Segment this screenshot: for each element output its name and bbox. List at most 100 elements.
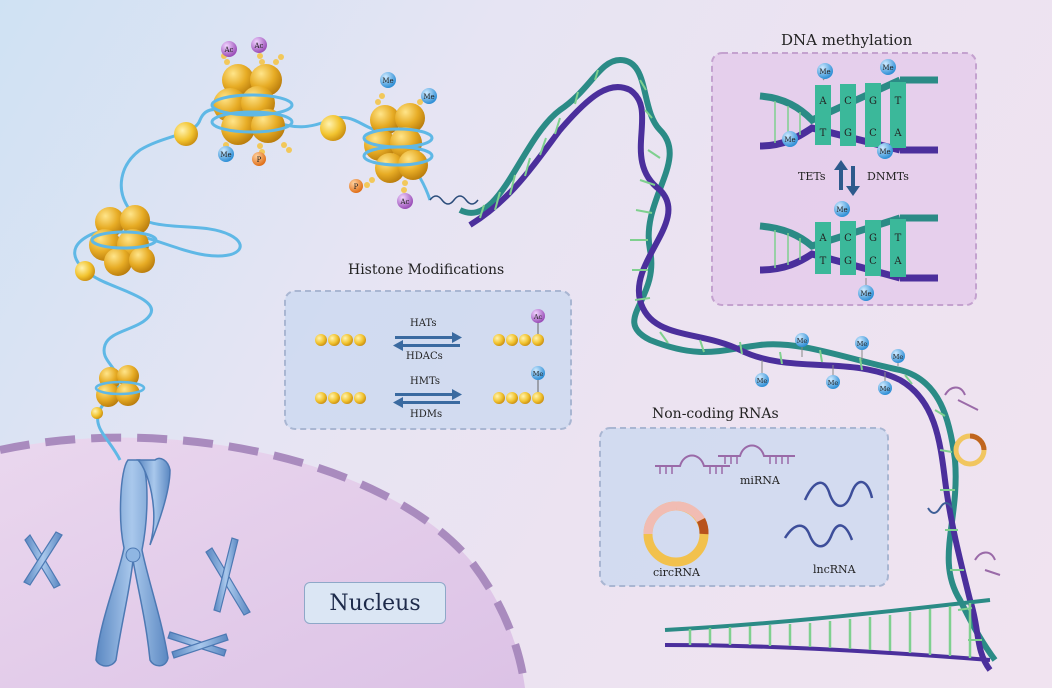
svg-text:Me: Me [880, 385, 891, 393]
dna-methylation-panel [711, 52, 977, 306]
svg-text:Ac: Ac [254, 42, 264, 50]
svg-text:G: G [844, 128, 852, 139]
lncrna-near-dna [927, 502, 953, 514]
me-mark: Me [755, 360, 769, 387]
me-mark: Me [880, 59, 896, 75]
hmts-label: HMTs [410, 376, 441, 387]
svg-text:A: A [893, 256, 902, 267]
bases-bottom-strand-lower: A C G T T G C A [818, 233, 902, 267]
ac-mark: Ac [397, 193, 413, 209]
svg-text:Me: Me [893, 353, 904, 361]
chromatin-fiber [73, 108, 242, 461]
dnmts-label: DNMTs [867, 170, 909, 183]
svg-text:P: P [354, 183, 359, 191]
svg-text:G: G [844, 256, 852, 267]
me-mark: Me [218, 146, 234, 162]
svg-text:C: C [869, 128, 877, 139]
svg-text:Ac: Ac [533, 313, 543, 321]
nucleus-region [0, 433, 529, 688]
svg-text:Me: Me [819, 68, 830, 76]
histone-arrows [393, 332, 462, 408]
me-mark: Me [858, 278, 874, 301]
svg-text:Me: Me [797, 337, 808, 345]
svg-text:T: T [820, 128, 827, 139]
ac-mark: Ac [251, 37, 267, 53]
nucleosome-left [89, 205, 158, 276]
svg-text:Me: Me [879, 148, 890, 156]
svg-text:A: A [893, 128, 902, 139]
me-mark: Me [531, 366, 545, 392]
hats-label: HATs [410, 318, 437, 329]
me-mark: Me [877, 143, 893, 159]
small-chromosome-bottom [167, 631, 229, 659]
ncrna-title: Non-coding RNAs [652, 406, 779, 422]
methylated-dna-bottom [759, 214, 938, 282]
linker-ball [320, 115, 346, 141]
histone-beads-row1-right [493, 334, 544, 346]
svg-text:Me: Me [836, 206, 847, 214]
me-mark: Me [782, 131, 798, 147]
mirna-shape [655, 444, 795, 474]
svg-text:T: T [820, 256, 827, 267]
histone-title: Histone Modifications [348, 262, 505, 278]
tets-label: TETs [798, 170, 826, 183]
histone-beads-row2-right [493, 392, 544, 404]
circrna-shape [643, 501, 709, 567]
nucleosome-large [210, 64, 294, 145]
small-chromosome-middle [205, 537, 251, 616]
svg-text:Ac: Ac [400, 198, 410, 206]
linker-ball [75, 261, 95, 281]
nucleosome-right [362, 103, 434, 183]
methylation-arrows [834, 160, 860, 196]
svg-text:Me: Me [220, 151, 231, 159]
p-mark: P [349, 179, 363, 193]
svg-text:Me: Me [423, 93, 434, 101]
lncrna-shape [783, 480, 874, 548]
dna-ladder [664, 598, 991, 662]
me-mark: Me [855, 336, 869, 360]
svg-text:Me: Me [784, 136, 795, 144]
svg-text:Me: Me [882, 64, 893, 72]
histone-beads-row1-left [315, 334, 366, 346]
hdms-label: HDMs [410, 409, 443, 420]
me-mark: Me [817, 63, 833, 81]
svg-text:Me: Me [533, 370, 544, 378]
linker-ball [91, 407, 103, 419]
me-mark: Me [380, 72, 396, 88]
rna-near-dna [944, 386, 1001, 576]
svg-text:A: A [818, 233, 827, 244]
svg-text:Ac: Ac [224, 46, 234, 54]
bases-top-strand-upper: A C G T T G C A [818, 96, 902, 139]
mirna-label: miRNA [740, 474, 780, 487]
me-mark: Me [891, 349, 905, 366]
svg-text:C: C [844, 233, 852, 244]
svg-text:C: C [844, 96, 852, 107]
svg-text:T: T [895, 96, 902, 107]
svg-text:G: G [869, 233, 877, 244]
svg-text:Me: Me [757, 377, 768, 385]
dna-methylation-title: DNA methylation [781, 31, 913, 49]
large-chromosome [95, 457, 171, 667]
me-mark: Me [795, 333, 809, 357]
small-chromosome-left [23, 531, 63, 589]
dna-double-helix [458, 56, 998, 672]
circrna-near-dna [953, 433, 987, 467]
p-mark: P [252, 152, 266, 166]
me-mark: Me [878, 372, 892, 395]
svg-text:G: G [869, 96, 877, 107]
svg-text:P: P [257, 156, 262, 164]
circrna-label: circRNA [653, 566, 700, 579]
svg-text:Me: Me [860, 290, 871, 298]
lncrna-label: lncRNA [813, 563, 856, 576]
nucleosome-small [94, 365, 146, 407]
me-mark: Me [826, 365, 840, 389]
me-mark: Me [421, 88, 437, 104]
svg-text:T: T [895, 233, 902, 244]
svg-text:Me: Me [857, 340, 868, 348]
svg-text:C: C [869, 256, 877, 267]
ac-mark: Ac [531, 309, 545, 334]
linker-ball [174, 122, 198, 146]
dna-coil [429, 195, 479, 205]
